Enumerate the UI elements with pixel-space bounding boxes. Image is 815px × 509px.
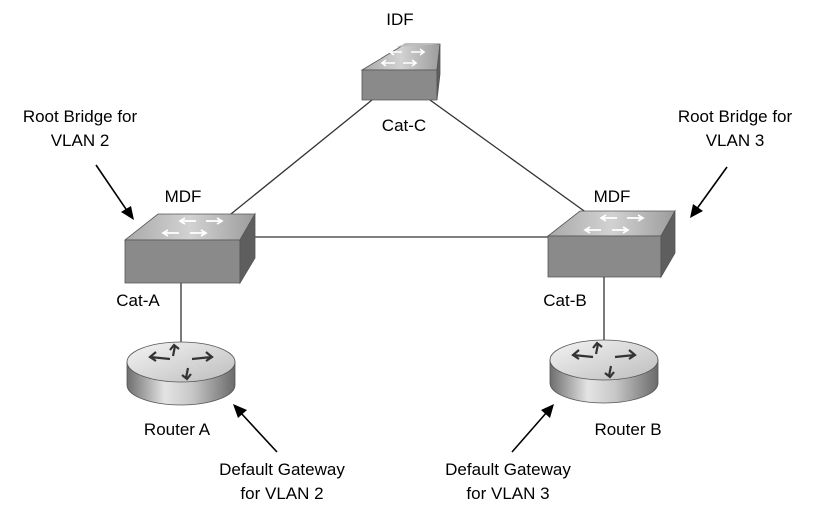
switch-cat-a-icon: [123, 212, 256, 285]
router-a-icon: [126, 341, 236, 406]
router-b-label: Router B: [594, 420, 661, 439]
cat-c-label: Cat-C: [382, 116, 426, 135]
idf-label: IDF: [386, 10, 413, 29]
arrow-root-bridge-vlan2: [95, 164, 134, 220]
arrow-gateway-vlan2: [233, 404, 278, 453]
gateway-vlan3-line1: Default Gateway: [445, 460, 571, 479]
cat-b-label: Cat-B: [543, 291, 586, 310]
router-a-label: Router A: [144, 420, 211, 439]
root-bridge-vlan3-line2: VLAN 3: [706, 131, 765, 150]
mdf-a-label: MDF: [165, 187, 202, 206]
mdf-b-label: MDF: [594, 187, 631, 206]
root-bridge-vlan2-annotation: Root Bridge for VLAN 2: [23, 107, 138, 150]
router-b-icon: [549, 339, 659, 404]
gateway-vlan2-annotation: Default Gateway for VLAN 2: [219, 460, 345, 503]
gateway-vlan3-line2: for VLAN 3: [466, 484, 549, 503]
link-catc-catb: [429, 99, 606, 227]
switch-cat-b-icon: [546, 209, 676, 279]
gateway-vlan3-annotation: Default Gateway for VLAN 3: [445, 460, 571, 503]
root-bridge-vlan2-line2: VLAN 2: [51, 131, 110, 150]
root-bridge-vlan3-annotation: Root Bridge for VLAN 3: [678, 107, 793, 150]
gateway-vlan2-line1: Default Gateway: [219, 460, 345, 479]
arrow-root-bridge-vlan3: [690, 166, 728, 218]
arrow-gateway-vlan3: [511, 404, 554, 453]
link-catc-cata: [204, 99, 373, 236]
root-bridge-vlan2-line1: Root Bridge for: [23, 107, 138, 126]
switch-cat-c-icon: [360, 43, 441, 101]
root-bridge-vlan3-line1: Root Bridge for: [678, 107, 793, 126]
cat-a-label: Cat-A: [116, 291, 160, 310]
gateway-vlan2-line2: for VLAN 2: [240, 484, 323, 503]
